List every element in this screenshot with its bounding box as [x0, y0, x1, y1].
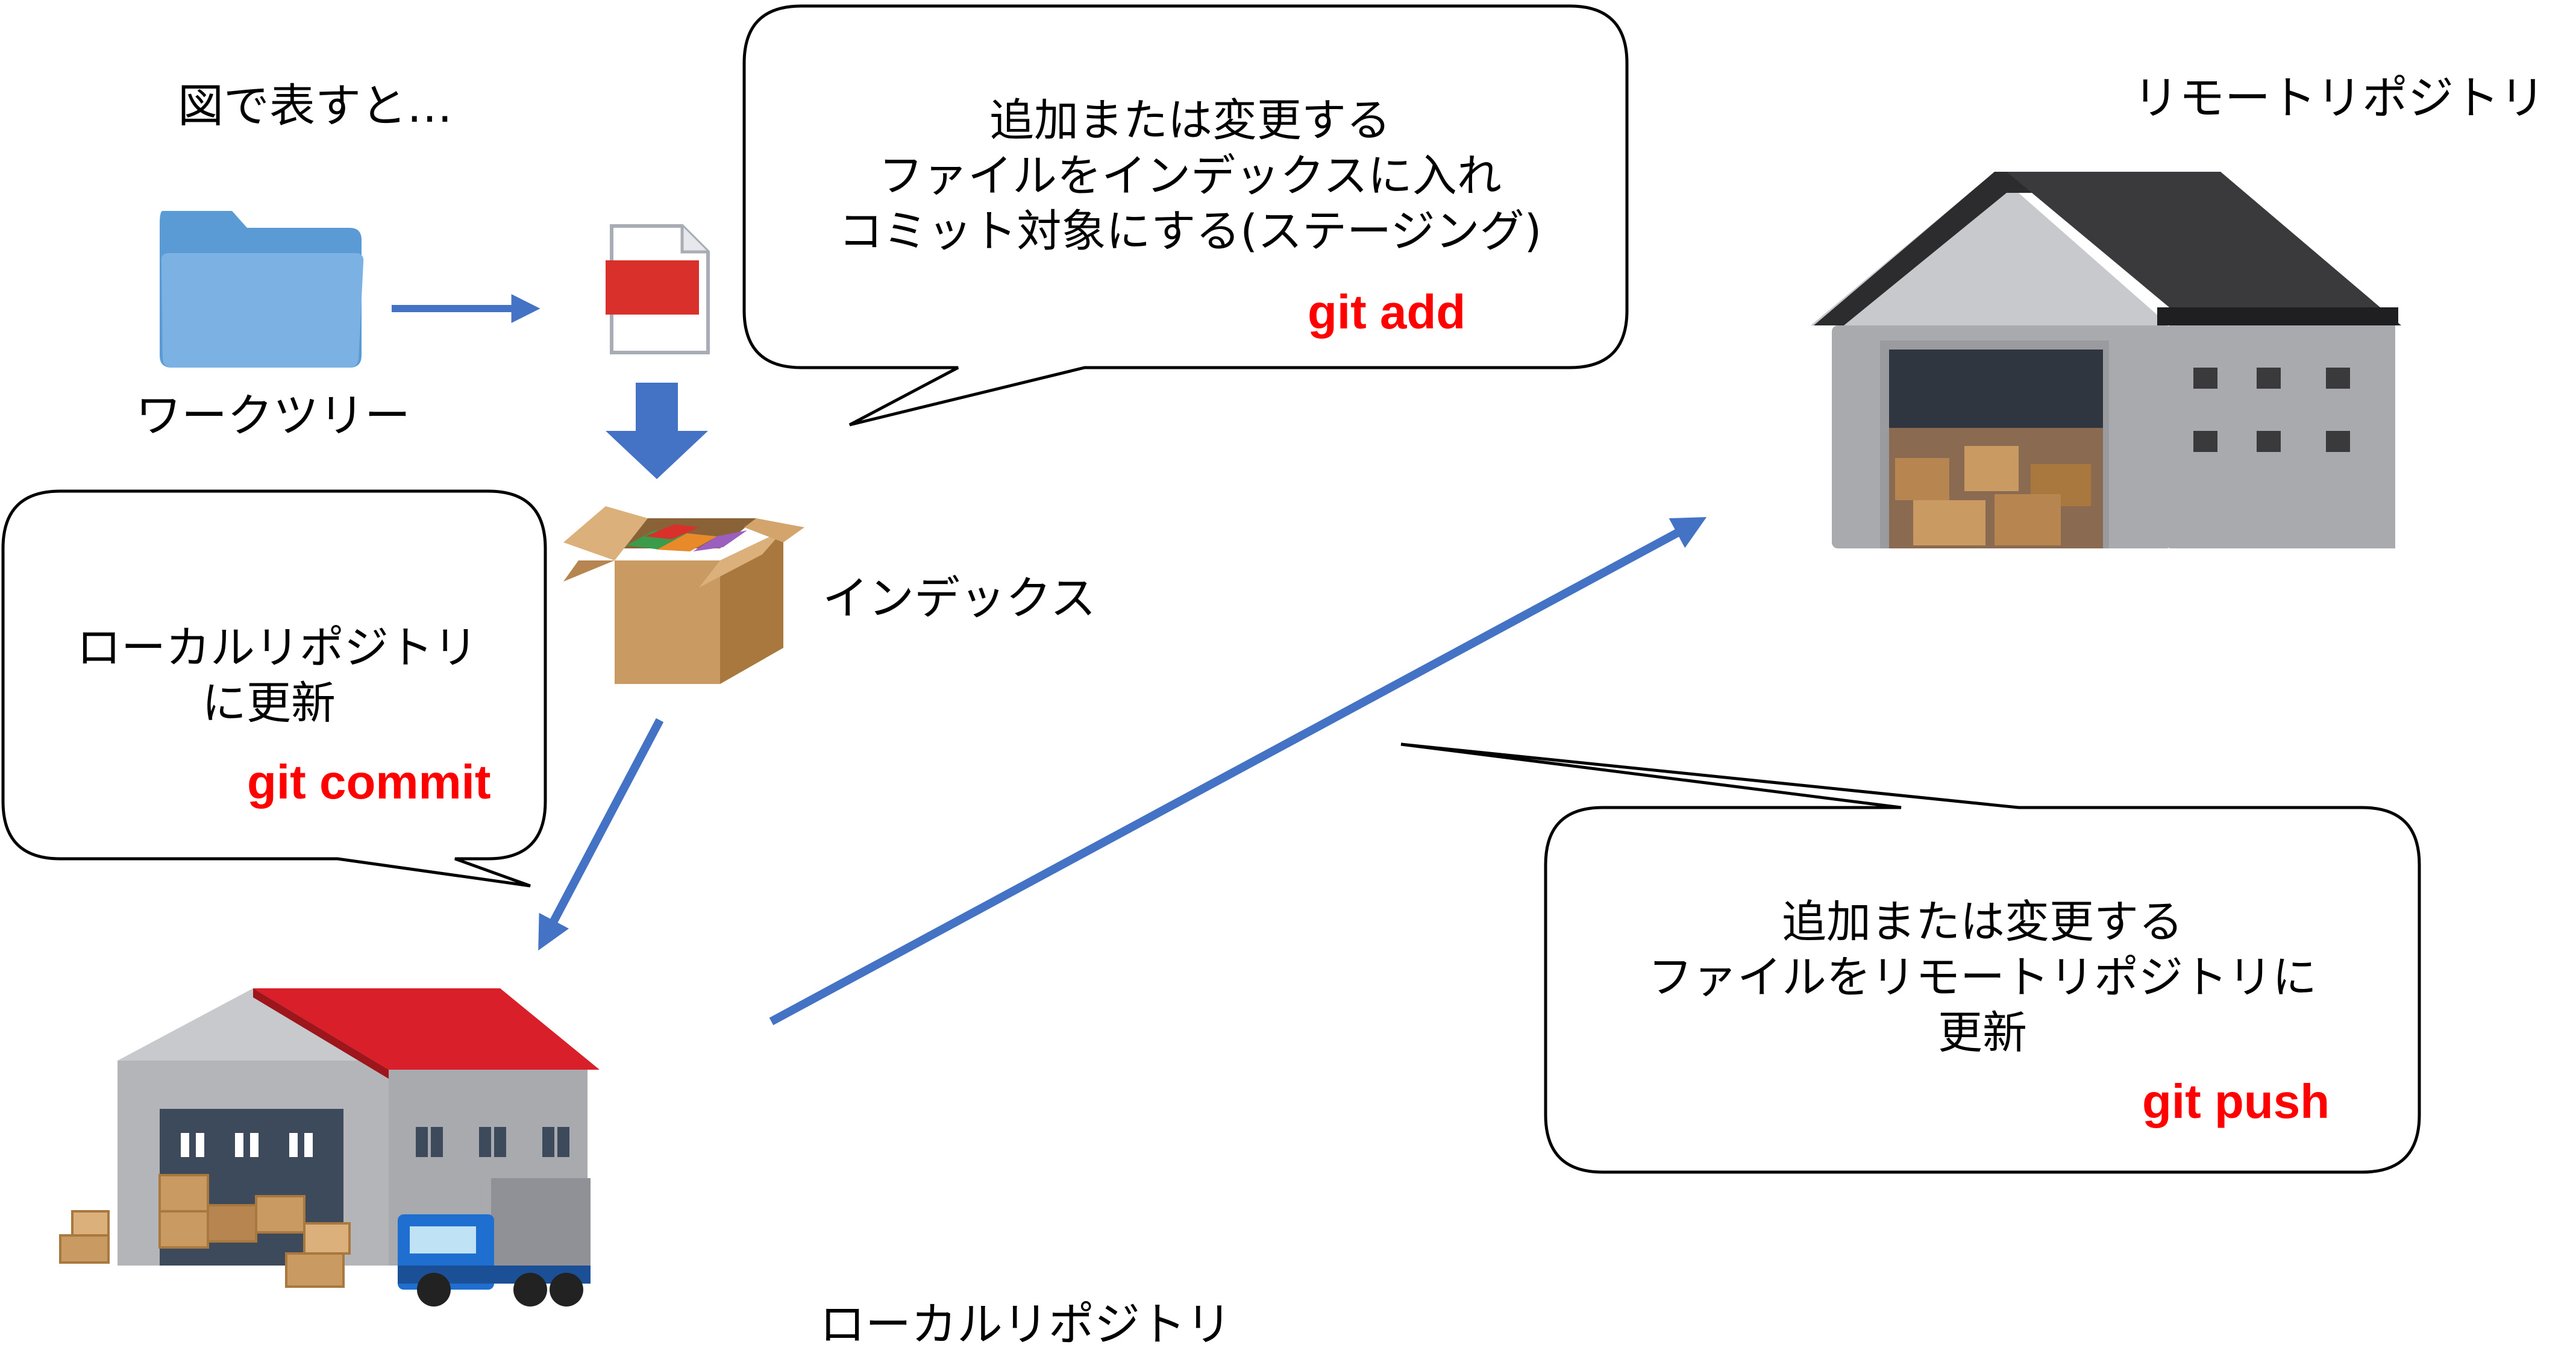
- bubble-push-text: 追加または変更する ファイルをリモートリポジトリに 更新: [1558, 895, 2407, 1061]
- diagram-heading: 図で表すと…: [178, 79, 453, 133]
- cardboard-box-icon: [563, 506, 804, 684]
- bubble-add-line-2: ファイルをインデックスに入れ: [879, 149, 1502, 202]
- arrow-index-to-local: [538, 718, 664, 951]
- bubble-commit-line-1: ローカルリポジトリ: [77, 622, 478, 674]
- warehouse-dark-roof-icon: [1811, 172, 2401, 548]
- document-icon: [606, 224, 710, 354]
- folder-icon: [160, 211, 364, 368]
- truck-icon: [398, 1178, 591, 1307]
- bubble-push-line-2: ファイルをリモートリポジトリに: [1648, 951, 2317, 1003]
- worktree-label: ワークツリー: [136, 389, 410, 442]
- git-commit-command: git commit: [247, 755, 491, 809]
- bubble-commit-line-2: に更新: [202, 677, 336, 729]
- bubble-commit-text: ローカルリポジトリ に更新: [18, 621, 536, 732]
- local-repo-label: ローカルリポジトリ: [819, 1297, 1232, 1351]
- bubble-push-shape: [1400, 742, 2421, 1174]
- bubble-push-line-3: 更新: [1938, 1006, 2027, 1059]
- git-add-command: git add: [1308, 285, 1466, 339]
- arrow-document-to-index: [606, 383, 708, 479]
- git-push-command: git push: [2142, 1075, 2330, 1128]
- index-label: インデックス: [823, 571, 1096, 625]
- bubble-push-line-1: 追加または変更する: [1782, 896, 2183, 948]
- bubble-add-line-3: コミット対象にする(ステージング): [838, 205, 1542, 257]
- bubble-add-text: 追加または変更する ファイルをインデックスに入れ コミット対象にする(ステージン…: [756, 93, 1624, 259]
- remote-repo-label: リモートリポジトリ: [2133, 71, 2545, 125]
- bubble-commit-shape: [1, 489, 547, 888]
- bubble-add-line-1: 追加または変更する: [989, 95, 1391, 146]
- arrow-local-to-remote: [769, 517, 1707, 1026]
- bubble-add-shape: [742, 4, 1629, 427]
